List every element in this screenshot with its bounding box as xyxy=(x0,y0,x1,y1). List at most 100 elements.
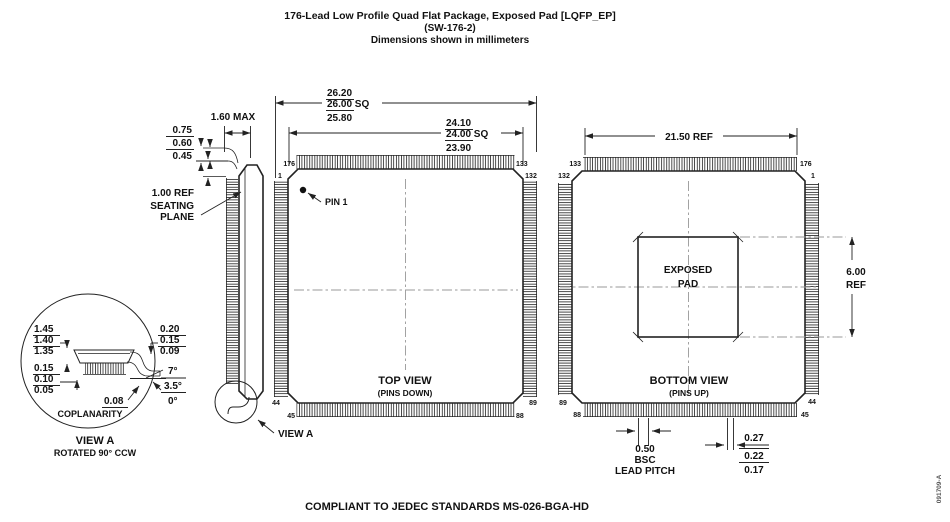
view-a-ref-label: VIEW A xyxy=(278,429,313,440)
bottom-view-pin-combs xyxy=(558,156,819,418)
exposed-pad-label-line1: EXPOSED xyxy=(664,265,712,276)
lead-thickness-max: 0.20 xyxy=(160,324,180,335)
pin1-label: PIN 1 xyxy=(325,197,348,207)
body-dim-max: 24.10 xyxy=(446,118,471,129)
foot-angle-min: 0° xyxy=(168,396,178,407)
document-number: 091709-A xyxy=(936,474,943,503)
pin-number: 45 xyxy=(287,413,295,420)
pin-number: 89 xyxy=(559,400,567,407)
drawing-units-note: Dimensions shown in millimeters xyxy=(371,35,530,46)
pin-number: 176 xyxy=(800,161,812,168)
top-view-centerlines xyxy=(294,179,518,370)
foot-length-nom: 0.60 xyxy=(173,138,193,149)
package-height-dimension: 1.60 MAX xyxy=(211,112,256,158)
drawing-title: 176-Lead Low Profile Quad Flat Package, … xyxy=(284,10,615,22)
package-height-value: 1.60 MAX xyxy=(211,112,256,123)
detail-view-title: VIEW A xyxy=(76,435,115,447)
bottom-view: EXPOSED PAD BOTTOM VIEW (PINS UP) 133 17… xyxy=(558,128,866,477)
bottom-view-pin-numbers: 133 176 132 1 89 44 88 45 xyxy=(558,161,816,419)
top-view-pin-combs xyxy=(273,154,537,418)
outer-dim-max: 26.20 xyxy=(327,88,352,99)
top-view-sublabel: (PINS DOWN) xyxy=(378,388,433,398)
standoff-max: 0.15 xyxy=(34,363,54,374)
foot-angle-dimension: 7° 3.5° 0° xyxy=(152,366,186,407)
seating-plane-line2: PLANE xyxy=(160,212,194,223)
pin1-marker: PIN 1 xyxy=(299,186,348,207)
pin-number: 133 xyxy=(516,161,528,168)
lead-pitch-label: LEAD PITCH xyxy=(615,466,675,477)
lead-pitch-value: 0.50 xyxy=(635,444,655,455)
pad-width-value: 6.00 xyxy=(846,267,866,278)
pad-width-dimension: 6.00 REF xyxy=(846,237,866,337)
pin-number: 133 xyxy=(569,161,581,168)
pad-width-ref: REF xyxy=(846,280,866,291)
body-thickness-max: 1.45 xyxy=(34,324,54,335)
lead-thickness-min: 0.09 xyxy=(160,346,180,357)
exposed-pad: EXPOSED PAD xyxy=(632,231,744,343)
pin-number: 44 xyxy=(808,399,816,406)
top-view-package-body xyxy=(287,168,524,404)
exposed-pad-label-line2: PAD xyxy=(678,279,698,290)
side-view-package-profile xyxy=(196,147,264,424)
pin-number: 44 xyxy=(272,400,280,407)
lead-width-min: 0.17 xyxy=(744,465,764,476)
body-dim-min: 23.90 xyxy=(446,143,471,154)
outer-dim-nom: 26.00 SQ xyxy=(327,99,369,110)
standoff-dimension: 0.15 0.10 0.05 xyxy=(33,363,80,396)
pin-number: 89 xyxy=(529,400,537,407)
view-a-reference: VIEW A xyxy=(257,419,313,440)
side-view: 1.60 MAX 0.75 0.60 0.45 1.00 REF SEATING… xyxy=(150,112,313,440)
foot-length-min: 0.45 xyxy=(173,151,193,162)
lead-pitch-dimension: 0.50 BSC LEAD PITCH xyxy=(615,418,675,477)
bottom-view-centerlines xyxy=(560,181,846,395)
lead-thickness-nom: 0.15 xyxy=(160,335,180,346)
foot-angle-nom: 3.5° xyxy=(164,381,182,392)
foot-length-max: 0.75 xyxy=(173,125,193,136)
lead-length-dimension: 1.00 REF xyxy=(152,151,211,199)
pin-number: 132 xyxy=(558,173,570,180)
jedec-compliance-note: COMPLIANT TO JEDEC STANDARDS MS-026-BGA-… xyxy=(305,501,589,513)
seating-plane-callout: SEATING PLANE xyxy=(150,191,242,223)
drawing-number: (SW-176-2) xyxy=(424,23,475,34)
lead-span-dimension: 21.50 REF xyxy=(584,128,798,155)
detail-circle xyxy=(20,293,156,429)
coplanarity-dimension: 0.08 COPLANARITY xyxy=(58,385,140,419)
body-dimension: 24.10 24.00 SQ 23.90 xyxy=(288,118,524,166)
top-view: PIN 1 TOP VIEW (PINS DOWN) 176 133 1 132… xyxy=(272,88,537,420)
lead-pitch-qualifier: BSC xyxy=(634,455,655,466)
pin-number: 1 xyxy=(278,173,282,180)
pin-number: 132 xyxy=(525,173,537,180)
standoff-nom: 0.10 xyxy=(34,374,54,385)
pin-number: 1 xyxy=(811,173,815,180)
outer-dimension: 26.20 26.00 SQ 25.80 xyxy=(275,88,537,178)
pin-number: 88 xyxy=(516,413,524,420)
pin-number: 45 xyxy=(801,412,809,419)
lead-width-dimension: 0.27 0.22 0.17 xyxy=(705,418,769,476)
detail-view-subtitle: ROTATED 90° CCW xyxy=(54,448,137,458)
lead-width-nom: 0.22 xyxy=(744,451,764,462)
foot-length-dimension: 0.75 0.60 0.45 xyxy=(166,125,213,171)
seating-plane-line1: SEATING xyxy=(150,201,194,212)
body-dim-nom: 24.00 SQ xyxy=(446,129,488,140)
foot-angle-max: 7° xyxy=(168,366,178,377)
pin-number: 88 xyxy=(573,412,581,419)
footer: COMPLIANT TO JEDEC STANDARDS MS-026-BGA-… xyxy=(305,474,943,513)
coplanarity-label: COPLANARITY xyxy=(58,409,123,419)
body-thickness-nom: 1.40 xyxy=(34,335,54,346)
bottom-view-label: BOTTOM VIEW xyxy=(650,375,729,387)
detail-package-profile xyxy=(73,349,166,379)
body-thickness-dimension: 1.45 1.40 1.35 xyxy=(33,324,70,372)
detail-view: 1.45 1.40 1.35 0.15 0.10 0.05 0.20 0.15 … xyxy=(20,293,186,458)
top-view-label: TOP VIEW xyxy=(378,375,432,387)
outer-dim-min: 25.80 xyxy=(327,113,352,124)
bottom-view-sublabel: (PINS UP) xyxy=(669,388,709,398)
standoff-min: 0.05 xyxy=(34,385,54,396)
body-thickness-min: 1.35 xyxy=(34,346,54,357)
lead-thickness-dimension: 0.20 0.15 0.09 xyxy=(148,324,186,357)
bottom-view-package-body xyxy=(571,170,806,404)
coplanarity-value: 0.08 xyxy=(104,396,124,407)
lead-width-max: 0.27 xyxy=(744,433,764,444)
lead-length-value: 1.00 REF xyxy=(152,188,194,199)
